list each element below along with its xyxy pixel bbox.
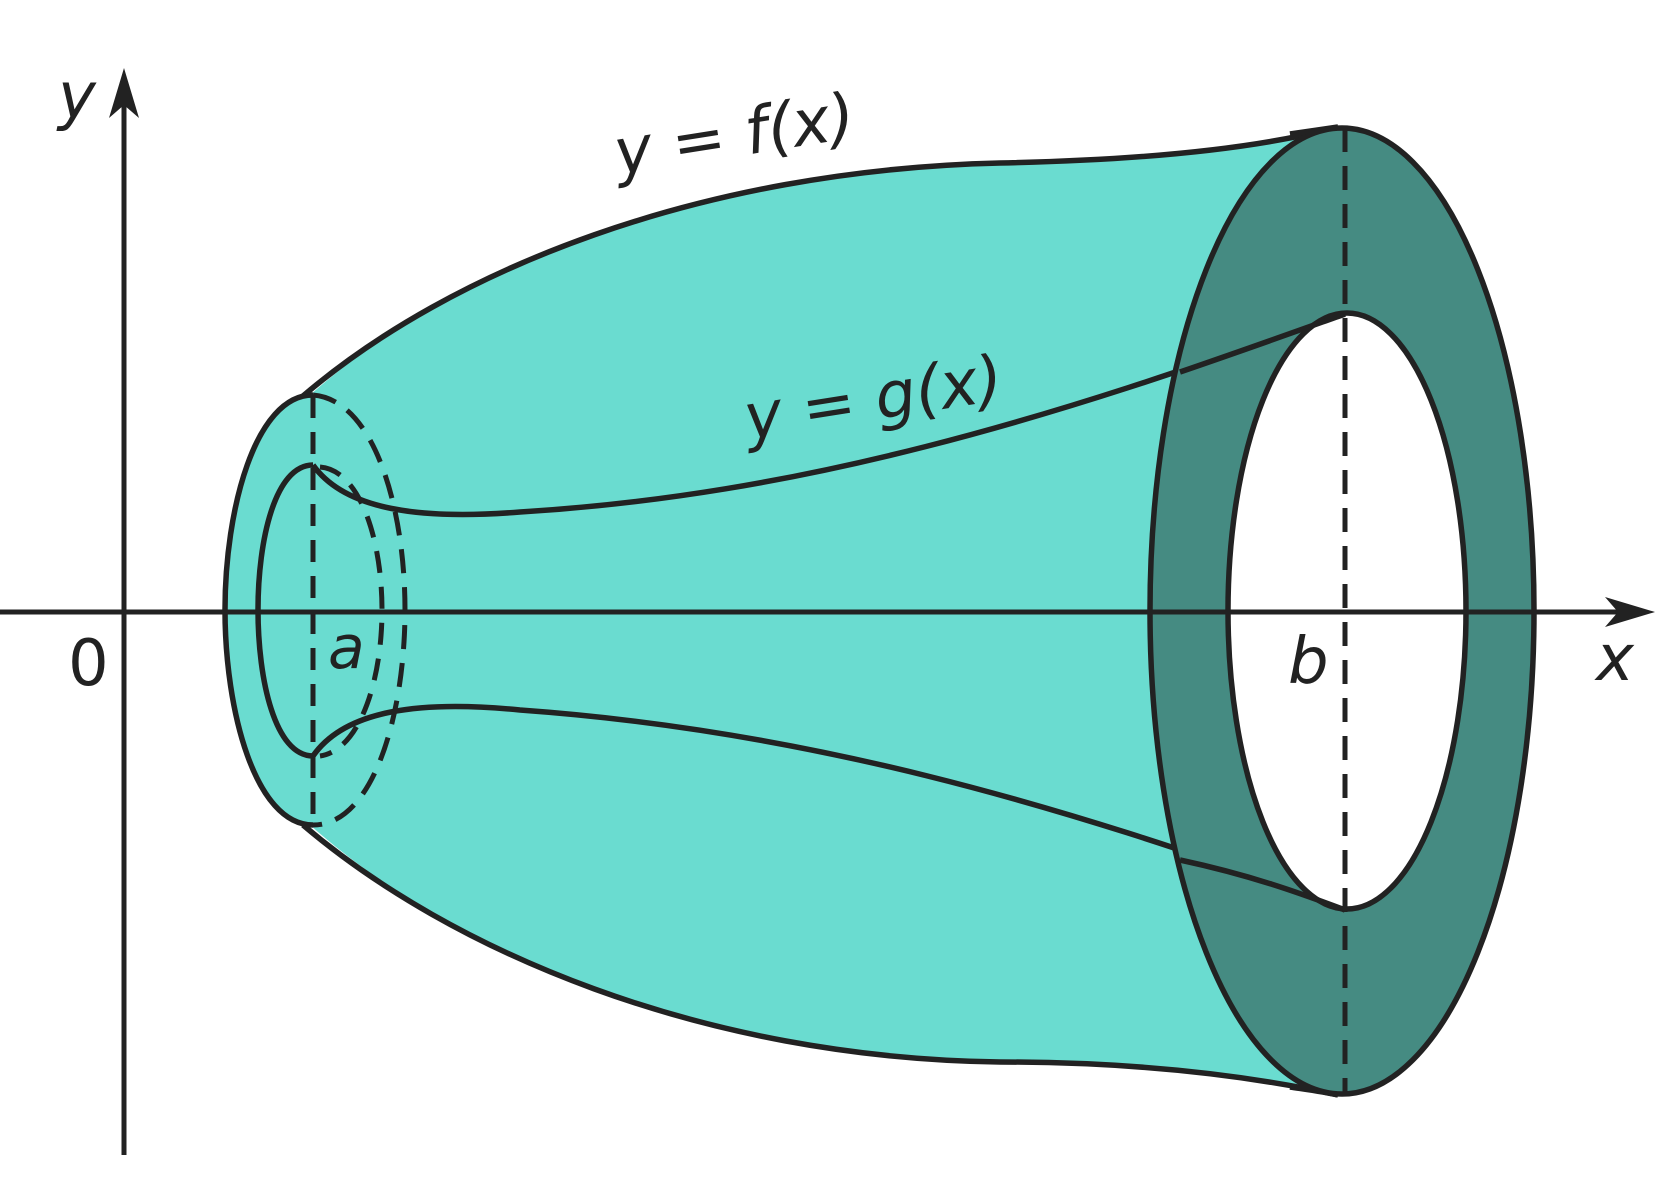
a-label: a [328,613,365,683]
x-axis-label: x [1594,622,1635,696]
outer-curve-bottom-end [1289,1084,1339,1098]
outer-curve-label: y = f(x) [607,80,860,191]
y-axis-label: y [56,60,97,134]
x-axis-arrowhead [1605,597,1655,627]
inner-curve-bottom-end [1179,857,1346,913]
left-inner-ellipse-back-dashed [319,464,385,759]
outer-curve-bottom [301,822,1339,1098]
outer-curve-top [301,124,1339,399]
inner-curve-top [310,312,1339,518]
b-label: b [1288,625,1329,699]
y-axis-arrowhead [109,68,139,118]
inner-curve-bottom [310,703,1339,908]
outer-curve-top-end [1289,124,1339,137]
inner-curve-top-end [1179,311,1346,375]
origin-label: 0 [68,627,109,701]
